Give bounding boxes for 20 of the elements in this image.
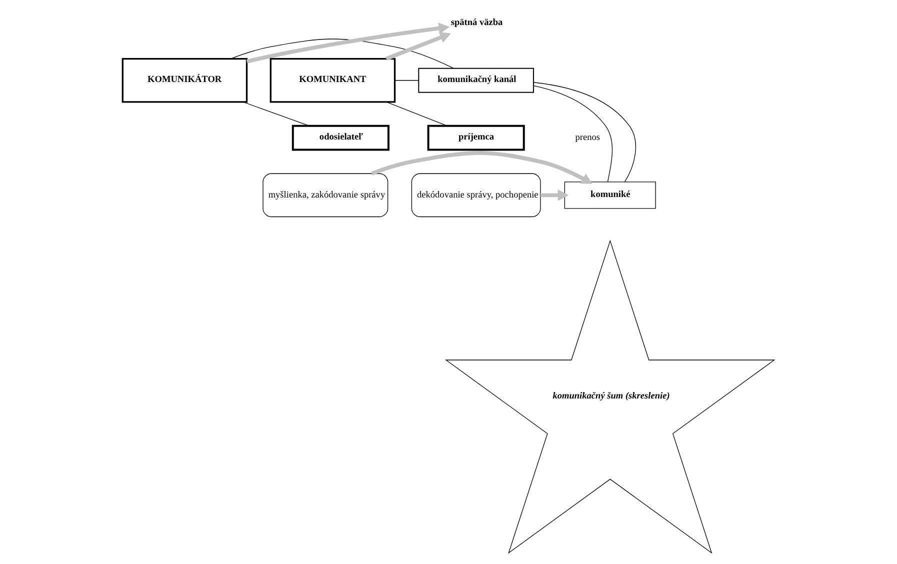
arrow [540, 189, 569, 201]
connector [533, 85, 613, 182]
node-box: dekódovanie správy, pochopenie [411, 173, 541, 218]
node-box: príjemca [427, 124, 525, 151]
node-text: spätná väzba [450, 18, 503, 28]
connector [242, 102, 310, 126]
arrow [246, 22, 450, 64]
arrow [386, 32, 452, 61]
node-box: KOMUNIKANT [270, 58, 396, 103]
connector [533, 82, 636, 182]
node-box: KOMUNIKÁTOR [122, 58, 248, 103]
arrow [371, 150, 593, 184]
connector [386, 102, 448, 126]
label: prenos [575, 133, 600, 144]
connector [394, 80, 419, 81]
connector [230, 38, 454, 69]
node-box: komunikačný kanál [418, 68, 534, 93]
node-box: komuniké [564, 182, 656, 209]
node-box: odosielateľ [292, 124, 390, 151]
node-box: myšlienka, zakódovanie správy [262, 173, 388, 218]
